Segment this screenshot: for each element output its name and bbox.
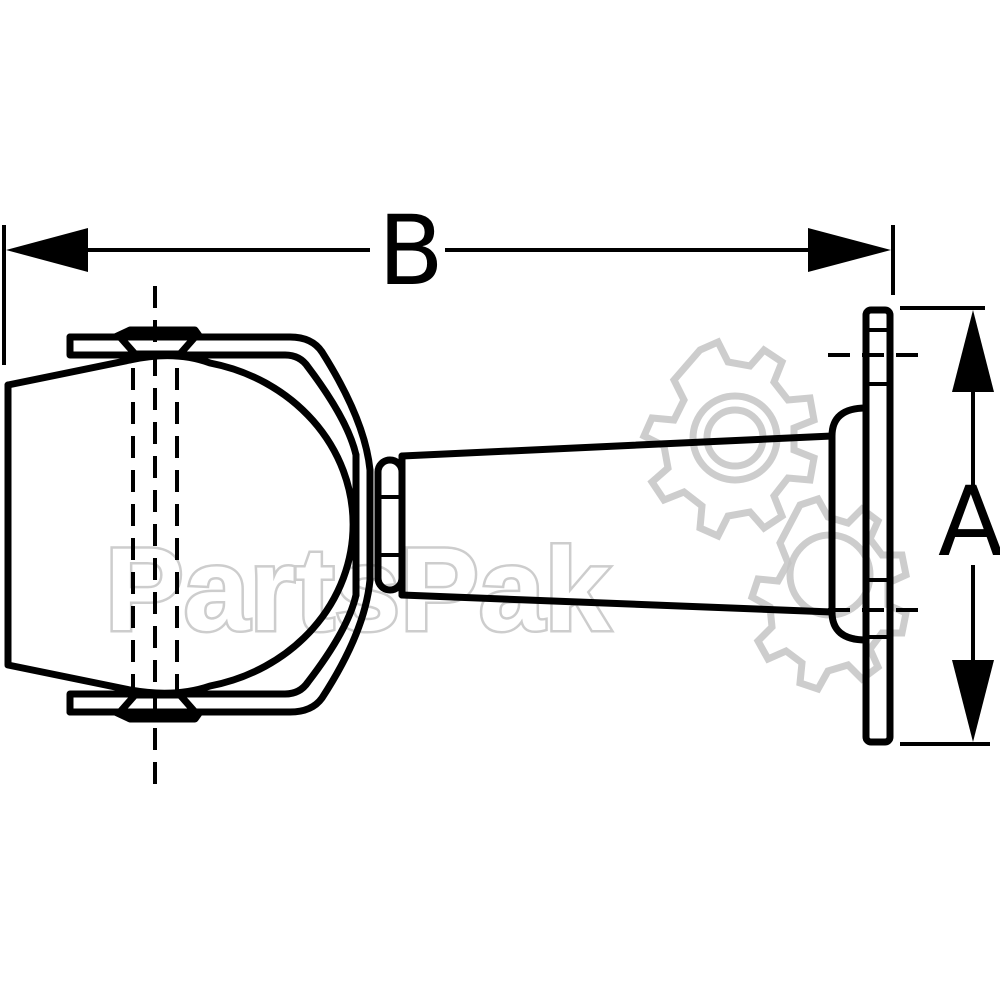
dim-a-label: A: [938, 466, 1000, 578]
mounting-flange: [828, 306, 930, 746]
arrow-down-icon: [952, 660, 994, 742]
dimension-b: B: [2, 195, 895, 365]
arrow-right-icon: [808, 228, 891, 272]
tapered-arm: [398, 404, 870, 644]
arrow-up-icon: [952, 310, 994, 392]
yoke-bracket: [66, 326, 374, 723]
arrow-left-icon: [6, 228, 88, 272]
dimension-a: A: [900, 306, 1000, 746]
axle-centerline: [131, 286, 179, 785]
dim-b-label: B: [378, 195, 444, 307]
